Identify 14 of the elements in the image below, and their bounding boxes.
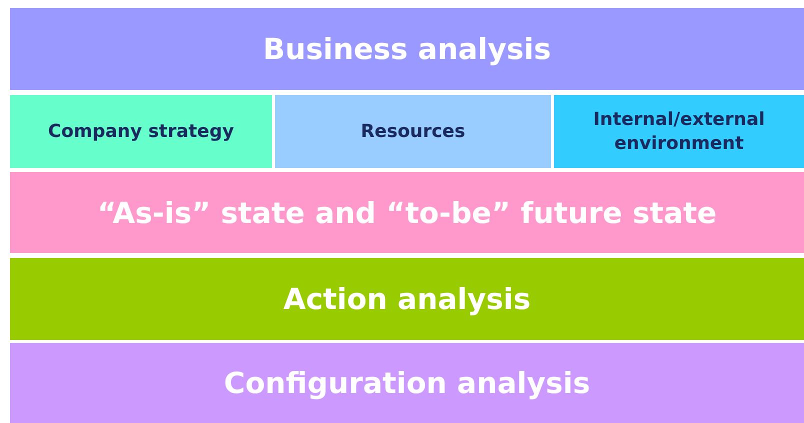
band-label: Action analysis — [283, 282, 531, 316]
layer-band — [10, 343, 804, 423]
layer-band — [554, 95, 804, 168]
layer-band — [10, 95, 272, 168]
layer-band — [275, 95, 551, 168]
band-label: Resources — [360, 120, 466, 144]
layer-band — [10, 258, 804, 340]
band-label: “As-is” state and “to-be” future state — [97, 196, 717, 230]
band-label: Company strategy — [48, 120, 234, 144]
layer-band — [10, 8, 804, 90]
band-label: Configuration analysis — [224, 366, 590, 400]
band-label: Internal/external environment — [592, 108, 766, 155]
layer-band — [10, 172, 804, 253]
band-label: Business analysis — [263, 32, 551, 66]
